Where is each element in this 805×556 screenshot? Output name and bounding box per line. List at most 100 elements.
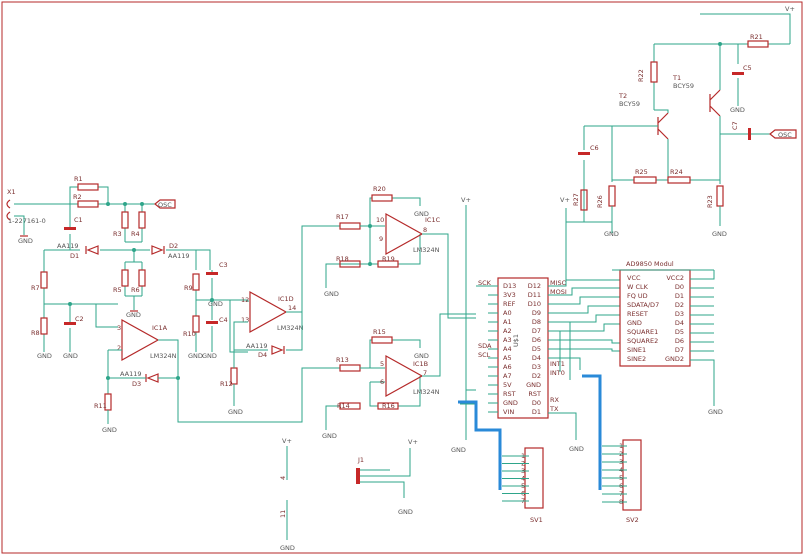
ic1b-label: IC1B [413,360,428,368]
gnd-r26: GND [604,230,619,238]
ic1c-label: IC1C [425,216,441,224]
j1 [356,468,360,484]
ad9850-pin-d5: D5 [675,328,684,336]
c4 [206,321,218,324]
r10 [192,315,200,333]
r7 [40,271,48,289]
r9 [192,273,200,291]
x1-part-label: 1-227161-0 [8,217,46,225]
r26-label: R26 [596,195,604,208]
r12-label: R12 [220,380,233,388]
j1-label: J1 [357,456,364,464]
arduino-nano [497,277,549,419]
gnd-c4: GND [202,352,217,360]
ic1a-pin2: 2 [117,344,121,352]
arduino-pin-vin: VIN [503,408,514,416]
r8 [40,317,48,335]
gnd-r5: GND [126,311,141,319]
r25-label: R25 [635,168,648,176]
ad9850-pin-reset: RESET [627,310,648,318]
r1-label: R1 [74,175,83,183]
ad9850-pin-vcc2: VCC2 [666,274,684,282]
r4 [138,211,146,229]
gnd-x1: GND [18,237,33,245]
r16-label: R16 [382,402,395,410]
ic1b [385,354,424,398]
c7 [748,128,751,140]
d4-part: AA119 [246,342,267,350]
arduino-pin-a1: A1 [503,318,512,326]
r16 [377,402,399,410]
r27 [580,189,588,211]
r10-label: R10 [183,330,196,338]
r15-label: R15 [373,328,386,336]
sda-label: SDA [478,342,492,350]
r2-label: R2 [73,193,82,201]
osc-label-1: OSC [158,201,172,209]
d2-part: AA119 [168,252,189,260]
t2-part: BCY59 [619,100,640,108]
gnd-j1: GND [398,508,413,516]
ic1c-pin8: 8 [423,226,427,234]
ic1b-pin5: 5 [380,360,384,368]
ad9850-title: AD9850 Modul [626,260,674,268]
gnd-r20: GND [414,210,429,218]
gnd-r8: GND [37,352,52,360]
d2-label: D2 [169,242,178,250]
t2: T2 BCY59 [618,92,669,140]
r3 [121,211,129,229]
r24 [667,176,691,184]
r17-label: R17 [336,213,349,221]
r13 [339,364,361,372]
osc-label-2: OSC [778,131,792,139]
ad9850-pin-gnd: GND [627,319,642,327]
c7-label: C7 [731,121,739,130]
d1-label: D1 [70,252,79,260]
arduino-pin-d4: D4 [532,354,541,362]
r26 [608,185,616,207]
r14-label: R14 [337,402,350,410]
gnd-r23: GND [712,230,727,238]
gnd-r15: GND [414,352,429,360]
d3-label: D3 [132,380,141,388]
arduino-pin-rst: RST [503,390,516,398]
arduino-pin-ref: REF [503,300,516,308]
c5 [732,72,744,75]
ic1d-pin14: 14 [288,304,296,312]
gnd-c5: GND [730,106,745,114]
arduino-pin-5v: 5V [503,381,512,389]
tx-label: TX [549,405,559,413]
r6 [138,269,146,287]
ad9850-pin-w-clk: W CLK [627,283,649,291]
c2-label: C2 [75,315,84,323]
d1 [85,245,99,255]
c1 [64,227,76,230]
arduino-pin-a0: A0 [503,309,512,317]
ad9850-pin-d4: D4 [675,319,684,327]
int0-label: INT0 [550,369,565,377]
r19-label: R19 [382,255,395,263]
t1-label: T1 [672,74,681,82]
int1-label: INT1 [550,360,565,368]
gnd-ic: GND [280,544,295,552]
r17 [339,222,361,230]
arduino-pin-d0: D0 [532,399,541,407]
gnd-r18: GND [324,290,339,298]
d4 [271,345,285,355]
arduino-pin-3v3: 3V3 [503,291,516,299]
bus-sv2 [582,374,602,490]
vplus-top: V+ [785,5,795,13]
c4-label: C4 [219,316,228,324]
ad9850-pin-sine1: SINE1 [627,346,646,354]
x1-connector: X1 1-227161-0 [6,188,46,225]
gnd-r11: GND [102,426,117,434]
ad9850-pin-sdata-d7: SDATA/D7 [627,301,659,309]
c6-label: C6 [590,144,599,152]
arduino-pin-d10: D10 [528,300,541,308]
ad9850-pin-sine2: SINE2 [627,355,646,363]
